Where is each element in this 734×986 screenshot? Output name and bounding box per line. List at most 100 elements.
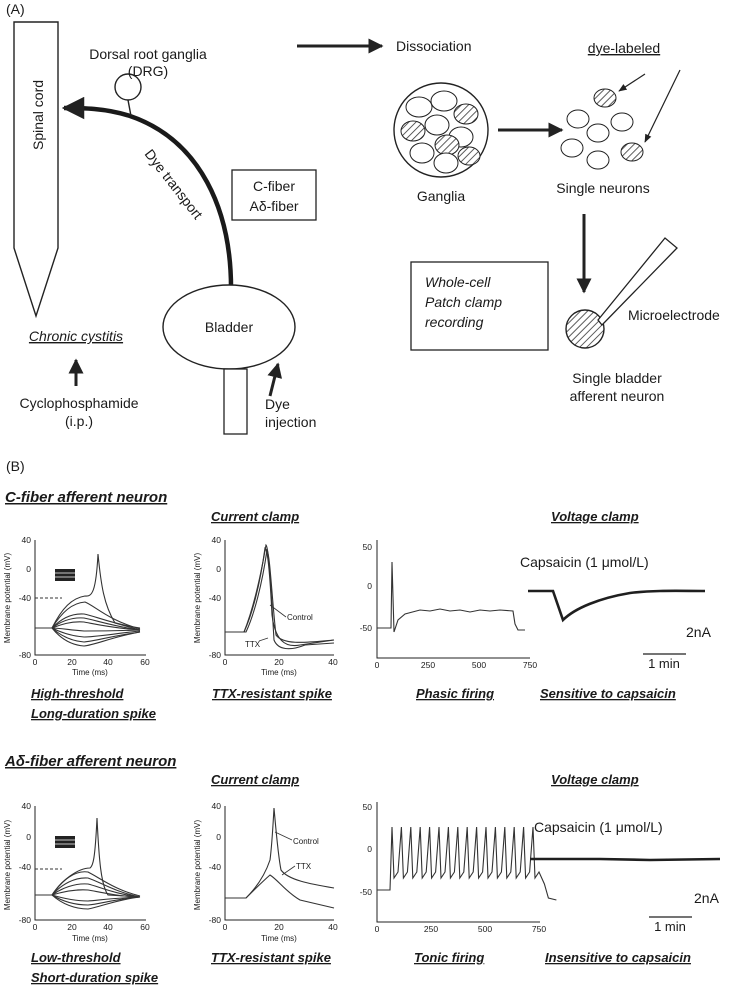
c-spike-plot: 40 0 -40 -80 0 20 40 60 Time (ms) Membra… — [3, 535, 150, 677]
svg-text:60: 60 — [140, 657, 150, 667]
drg-circle — [114, 73, 142, 101]
panel-b-label: (B) — [6, 458, 25, 474]
svg-text:0: 0 — [33, 922, 38, 932]
svg-text:40: 40 — [22, 535, 32, 545]
drg-label-1: Dorsal root ganglia — [89, 46, 207, 62]
svg-text:40: 40 — [328, 922, 338, 932]
svg-text:50: 50 — [363, 802, 373, 812]
ad-spike-plot: 40 0 -40 -80 0 20 40 60 Time (ms) Membra… — [3, 801, 150, 943]
dye-labeled-label: dye-labeled — [588, 40, 660, 56]
afferent-neuron-circle — [565, 309, 605, 349]
patch-clamp-box — [410, 261, 549, 351]
c-current-clamp-heading: Current clamp — [211, 509, 299, 524]
svg-text:-80: -80 — [19, 915, 32, 925]
patch-clamp-label-1: Whole-cell — [425, 274, 491, 290]
svg-text:0: 0 — [33, 657, 38, 667]
dye-labeled-arrow-1 — [618, 73, 646, 92]
ad-tonic-plot: 50 0 -50 0 250 500 750 — [360, 802, 557, 934]
cyclophosphamide-label-2: (i.p.) — [65, 413, 93, 429]
c-caption-spike-2: Long-duration spike — [31, 706, 156, 721]
svg-text:Time (ms): Time (ms) — [261, 934, 297, 943]
svg-text:0: 0 — [367, 581, 372, 591]
fiber-type-c: C-fiber — [253, 178, 295, 194]
svg-text:0: 0 — [223, 922, 228, 932]
ad-ttx-control-label: Control — [293, 837, 319, 846]
ad-capsaicin-label: Capsaicin (1 μmol/L) — [534, 819, 663, 835]
fiber-type-ad: Aδ-fiber — [249, 198, 298, 214]
svg-text:40: 40 — [212, 535, 222, 545]
ad-ttx-plot: 40 0 -40 -80 0 20 40 Time (ms) Membrane … — [193, 801, 338, 943]
svg-text:0: 0 — [367, 844, 372, 854]
microelectrode-shape — [597, 237, 678, 326]
cyclophosphamide-label-1: Cyclophosphamide — [19, 395, 138, 411]
svg-text:0: 0 — [26, 564, 31, 574]
c-caption-spike-1: High-threshold — [31, 686, 124, 701]
svg-text:500: 500 — [478, 924, 492, 934]
ad-caption-capsaicin: Insensitive to capsaicin — [545, 950, 691, 965]
svg-text:0: 0 — [223, 657, 228, 667]
ad-fiber-title: Aδ-fiber afferent neuron — [4, 753, 176, 770]
svg-text:40: 40 — [103, 922, 113, 932]
svg-text:750: 750 — [523, 660, 537, 670]
svg-text:20: 20 — [67, 922, 77, 932]
c-caption-capsaicin: Sensitive to capsaicin — [540, 686, 676, 701]
ad-voltage-clamp-heading: Voltage clamp — [551, 772, 639, 787]
svg-text:Time (ms): Time (ms) — [72, 934, 108, 943]
c-caption-ttx: TTX-resistant spike — [212, 686, 332, 701]
svg-text:40: 40 — [328, 657, 338, 667]
c-caption-firing: Phasic firing — [416, 686, 494, 701]
panel-a-label: (A) — [6, 1, 25, 17]
svg-text:250: 250 — [424, 924, 438, 934]
svg-text:20: 20 — [274, 657, 284, 667]
svg-text:Membrane potential (mV): Membrane potential (mV) — [3, 553, 12, 644]
c-fiber-title: C-fiber afferent neuron — [5, 489, 167, 506]
ad-caption-spike-1: Low-threshold — [31, 950, 122, 965]
c-voltage-clamp-heading: Voltage clamp — [551, 509, 639, 524]
patch-clamp-label-2: Patch clamp — [425, 294, 502, 310]
ad-caption-ttx: TTX-resistant spike — [211, 950, 331, 965]
fiber-type-box — [231, 169, 317, 221]
svg-text:0: 0 — [216, 832, 221, 842]
svg-text:Membrane potential (mV): Membrane potential (mV) — [3, 820, 12, 911]
single-neurons-drawing — [560, 88, 644, 170]
single-bladder-label-2: afferent neuron — [570, 388, 665, 404]
svg-text:40: 40 — [103, 657, 113, 667]
svg-text:500: 500 — [472, 660, 486, 670]
panel-b: (B) C-fiber afferent neuron Current clam… — [3, 458, 721, 985]
c-ttx-control-label: Control — [287, 613, 313, 622]
c-phasic-plot: 50 0 -50 0 250 500 750 — [360, 540, 537, 670]
svg-text:0: 0 — [375, 660, 380, 670]
svg-text:20: 20 — [67, 657, 77, 667]
drg-stalk — [127, 99, 132, 117]
svg-text:40: 40 — [22, 801, 32, 811]
svg-text:-40: -40 — [209, 862, 222, 872]
svg-text:-80: -80 — [19, 650, 32, 660]
dye-transport-arrow — [61, 96, 234, 293]
svg-text:250: 250 — [421, 660, 435, 670]
svg-text:0: 0 — [216, 564, 221, 574]
svg-text:0: 0 — [26, 832, 31, 842]
svg-text:-50: -50 — [360, 887, 373, 897]
drg-label-2: (DRG) — [128, 63, 168, 79]
spinal-cord-shape — [13, 21, 59, 319]
panel-a: (A) Spinal cord Dorsal root ganglia (DRG… — [6, 1, 720, 435]
c-capsaicin-trace: Capsaicin (1 μmol/L) 2nA 1 min — [520, 554, 712, 671]
c-ttx-ttx-label: TTX — [245, 640, 261, 649]
ad-ttx-ttx-label: TTX — [296, 862, 312, 871]
svg-text:-50: -50 — [360, 623, 373, 633]
ganglia-label: Ganglia — [417, 188, 465, 204]
single-bladder-label-1: Single bladder — [572, 370, 662, 386]
svg-text:20: 20 — [274, 922, 284, 932]
svg-text:40: 40 — [212, 801, 222, 811]
urethra-shape — [223, 368, 248, 435]
svg-text:0: 0 — [375, 924, 380, 934]
svg-text:Time (ms): Time (ms) — [72, 668, 108, 677]
ad-scale-current: 2nA — [694, 890, 720, 906]
chronic-cystitis-label: Chronic cystitis — [29, 328, 123, 344]
dye-injection-label-2: injection — [265, 414, 316, 430]
svg-text:750: 750 — [532, 924, 546, 934]
dye-transport-label: Dye transport — [142, 146, 206, 222]
ad-scale-time: 1 min — [654, 919, 686, 934]
c-capsaicin-label: Capsaicin (1 μmol/L) — [520, 554, 649, 570]
